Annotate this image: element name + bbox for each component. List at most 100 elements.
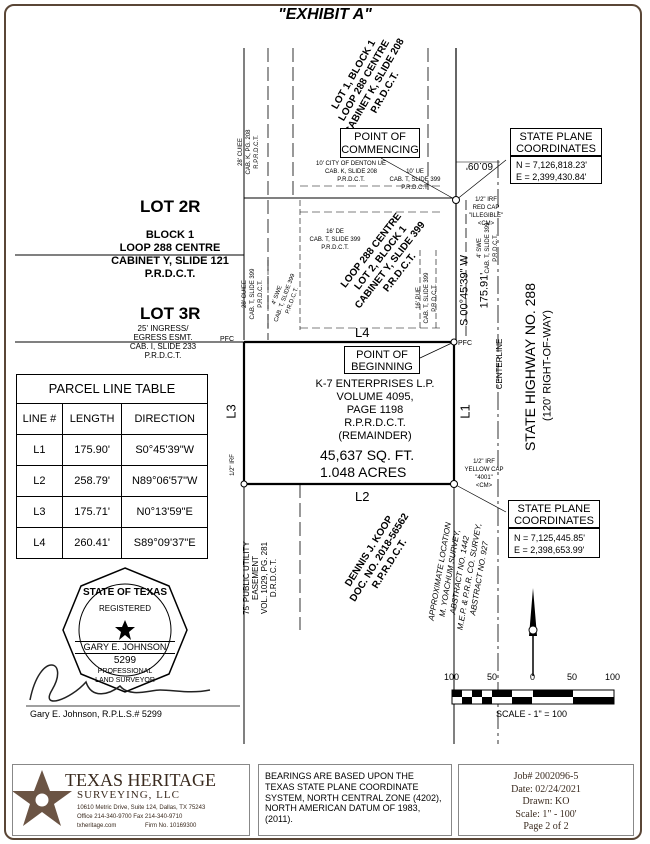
table-cell: 260.41'	[61, 527, 123, 559]
table-cell: 258.79'	[61, 465, 123, 497]
pfc-right: PFC	[458, 340, 472, 347]
scale-tick: 100	[605, 672, 621, 682]
seal-top: STATE OF TEXAS	[82, 587, 168, 598]
table-cell: L2	[16, 465, 63, 497]
parcel-owner-block: K-7 ENTERPRISES L.P.VOLUME 4095,PAGE 119…	[315, 378, 435, 442]
line-label-l3: L3	[223, 404, 239, 419]
table-cell: 175.71'	[61, 496, 123, 528]
scale-tick: 100	[444, 672, 460, 682]
note-irf-left: 1/2" IRF	[229, 454, 236, 476]
monument	[452, 196, 460, 204]
company-phone: Office 214-340-9700 Fax 214-340-9710	[77, 814, 183, 820]
table-cell: S89°09'37"E	[121, 527, 208, 559]
monument	[240, 480, 248, 488]
line-label-l4: L4	[355, 325, 370, 340]
seal-surveyor: LAND SURVEYOR	[95, 677, 155, 684]
highway-name: STATE HIGHWAY NO. 288	[522, 282, 538, 452]
pfc-left: PFC	[220, 336, 234, 343]
east-bearing: S 00°45'39" W	[458, 255, 471, 326]
area-acres: 1.048 ACRES	[320, 464, 407, 480]
company-firm: Firm No. 10169300	[145, 823, 197, 829]
area-sqft: 45,637 SQ. FT.	[320, 447, 415, 463]
leader-line	[380, 157, 457, 201]
bearings-note: BEARINGS ARE BASED UPON THE TEXAS STATE …	[258, 764, 452, 836]
seal-name: GARY E. JOHNSON	[75, 641, 175, 654]
table-cell: S0°45'39"W	[121, 434, 208, 466]
company-address: 10610 Metric Drive, Suite 124, Dallas, T…	[77, 805, 206, 811]
table-cell: N89°06'57"W	[121, 465, 208, 497]
parcel-table-title: PARCEL LINE TABLE	[16, 374, 208, 403]
signature-line: Gary E. Johnson, R.P.L.S.# 5299	[30, 709, 162, 719]
monument	[450, 338, 458, 346]
exhibit-title: "EXHIBIT A"	[278, 6, 372, 23]
table-cell: L3	[16, 496, 63, 528]
company-web: txheritage.com	[77, 823, 117, 829]
table-cell: N0°13'59"E	[121, 496, 208, 528]
company-subname: SURVEYING, LLC	[77, 789, 180, 801]
job-info: Job# 2002096-5 Date: 02/24/2021 Drawn: K…	[458, 764, 634, 836]
scale-label: SCALE - 1" = 100	[496, 709, 567, 719]
north-arrow-icon	[528, 588, 538, 676]
line-label-l2: L2	[355, 489, 370, 504]
scale-tick: 0	[530, 672, 536, 682]
table-header-row: LINE # LENGTH DIRECTION	[16, 403, 208, 435]
highway-row: (120' RIGHT-OF-WAY)	[541, 310, 554, 421]
leader-line	[455, 159, 507, 201]
job-drawn: Drawn: KO	[522, 796, 570, 807]
seal-registered: REGISTERED	[98, 604, 151, 613]
table-cell: 175.90'	[61, 434, 123, 466]
job-number: Job# 2002096-5	[513, 771, 579, 782]
scale-tick: 50	[567, 672, 578, 682]
company-name: TEXAS HERITAGE	[65, 770, 217, 790]
footer-company: TEXAS HERITAGE SURVEYING, LLC 10610 Metr…	[12, 764, 250, 836]
scale-tick: 50	[487, 672, 498, 682]
state-plane-coords-bottom-values: N = 7,125,445.85'E = 2,398,653.99'	[508, 528, 600, 558]
monument	[450, 480, 458, 488]
table-header: LENGTH	[61, 403, 123, 435]
job-date: Date: 02/24/2021	[511, 783, 581, 795]
block-line: CABINET Y, SLIDE 121	[111, 255, 229, 267]
leader-line	[419, 341, 455, 359]
block-line: P.R.D.C.T.	[144, 268, 196, 280]
surveyor-seal	[62, 567, 188, 693]
seal-number: 5299	[113, 655, 137, 666]
company-logo-icon	[12, 770, 72, 826]
table-header: DIRECTION	[121, 403, 208, 435]
page-frame	[4, 4, 642, 840]
state-plane-coords-top-values: N = 7,126,818.23'E = 2,399,430.84'	[510, 156, 602, 184]
block-line: LOOP 288 CENTRE	[119, 242, 221, 254]
block-line: BLOCK 1	[145, 229, 195, 241]
scale-bar	[451, 689, 615, 705]
job-scale: Scale: 1" - 100'	[515, 808, 577, 820]
offset-dimension: 60.09'	[466, 160, 493, 171]
table-header: LINE #	[16, 403, 63, 435]
table-cell: L4	[16, 527, 63, 559]
signature	[29, 664, 211, 702]
leader-line	[453, 483, 507, 513]
table-cell: L1	[16, 434, 63, 466]
job-page: Page 2 of 2	[523, 821, 569, 832]
centerline-label: CENTERLINE	[495, 338, 504, 390]
line-label-l1: L1	[457, 404, 473, 419]
lot-2r-label: LOT 2R	[140, 197, 201, 216]
seal-professional: PROFESSIONAL	[97, 668, 153, 675]
parcel-line-table: PARCEL LINE TABLE LINE # LENGTH DIRECTIO…	[16, 374, 208, 559]
